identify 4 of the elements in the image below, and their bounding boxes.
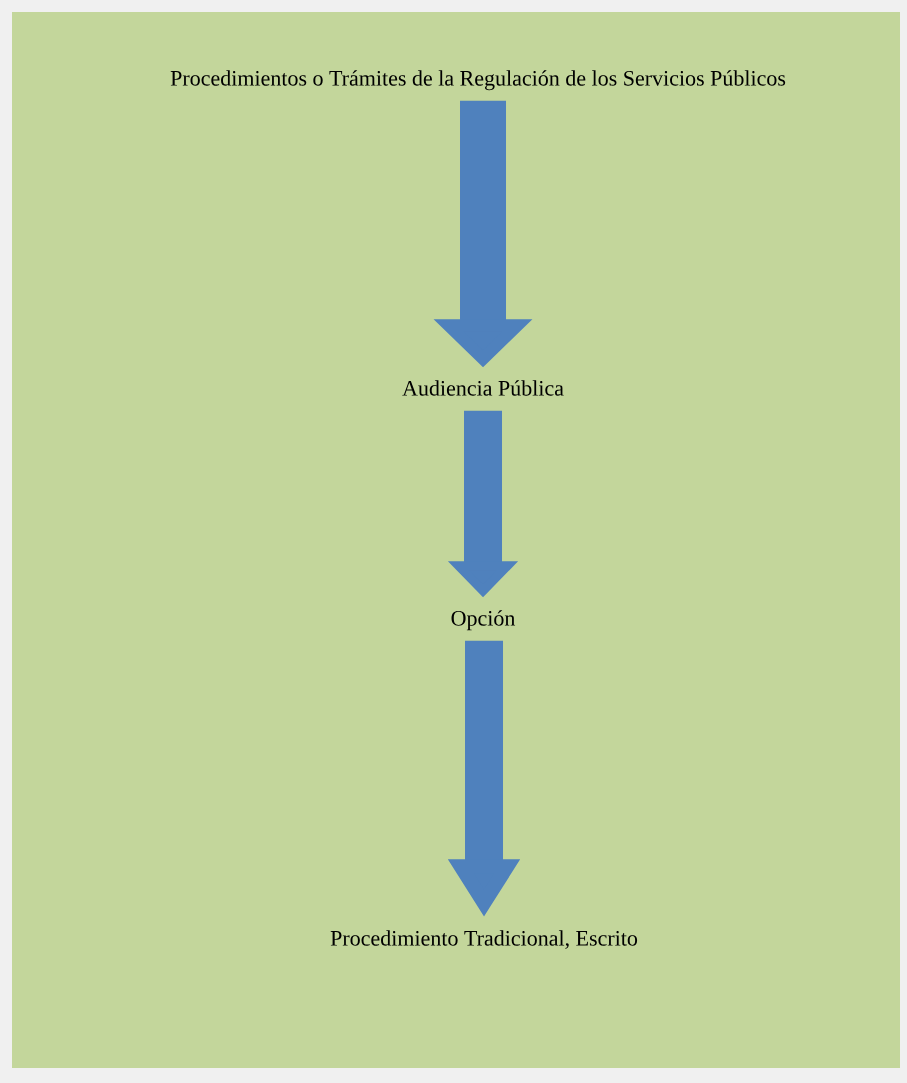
text-label: Audiencia Pública: [402, 380, 564, 396]
text-label: Procedimientos o Trámites de la Regulación de los Servicios Públicos: [170, 70, 786, 91]
text-label: Procedimiento Tradicional, Escrito: [330, 930, 638, 949]
text-label: Opción: [451, 610, 516, 631]
